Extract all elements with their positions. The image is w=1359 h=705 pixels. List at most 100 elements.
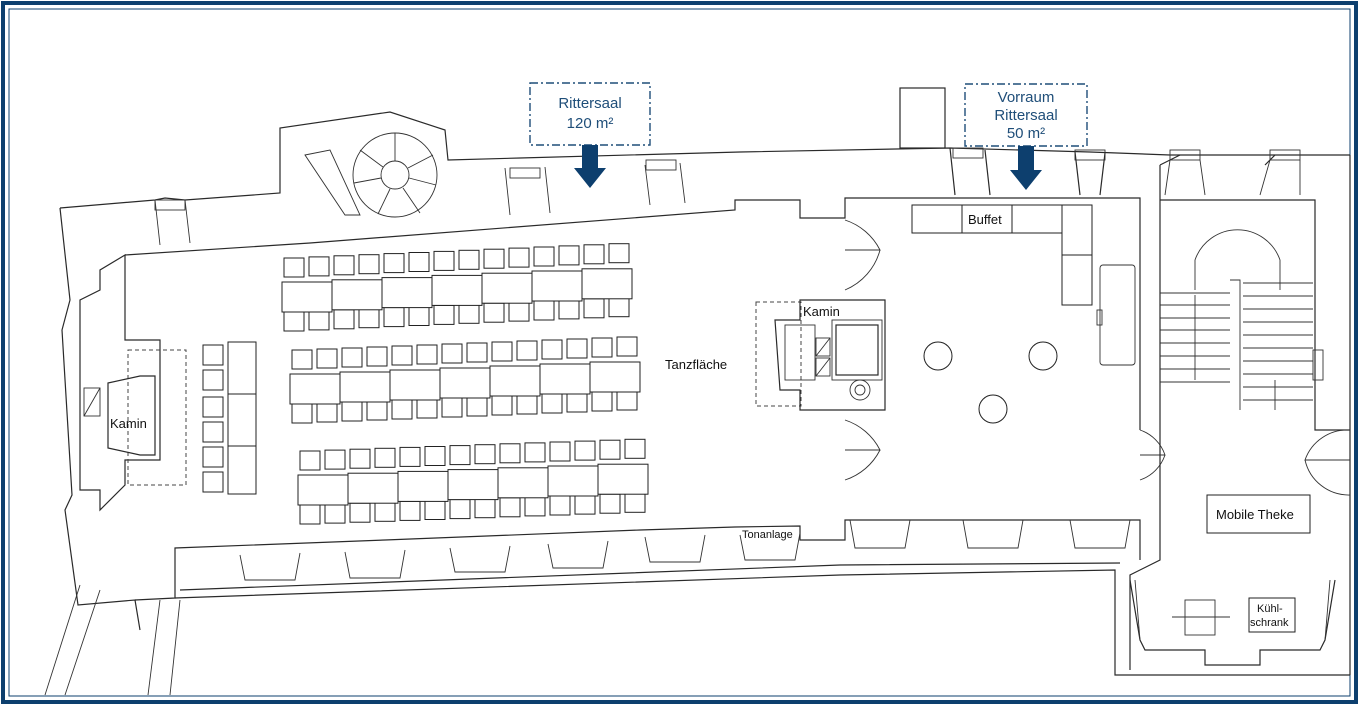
right-room-walls <box>1129 149 1351 675</box>
chair <box>599 493 621 514</box>
table <box>481 272 533 304</box>
table <box>539 363 591 395</box>
chair <box>549 495 571 516</box>
chair <box>483 248 505 269</box>
chair <box>316 348 338 369</box>
chair <box>608 243 630 264</box>
table <box>489 365 541 397</box>
chair <box>291 403 313 424</box>
chair <box>616 336 638 357</box>
kuehlschrank-label-1: Kühl- <box>1257 603 1283 615</box>
chair <box>341 401 363 422</box>
table <box>547 465 599 497</box>
callout-vorraum-line2: Rittersaal <box>994 107 1057 124</box>
table <box>331 279 383 311</box>
chair <box>349 448 371 469</box>
chair <box>466 396 488 417</box>
kamin-left: Kamin <box>83 349 187 486</box>
chair <box>408 252 430 272</box>
chair <box>366 400 388 421</box>
chair <box>358 308 380 329</box>
table <box>381 277 433 309</box>
arrow-down-icon <box>574 145 606 188</box>
chair <box>458 249 480 270</box>
chair <box>316 402 338 423</box>
table <box>581 268 633 300</box>
chair <box>383 253 405 274</box>
chair <box>383 307 405 328</box>
table <box>281 281 333 313</box>
table <box>447 469 499 501</box>
side-tables-left <box>202 341 257 495</box>
buffet-label: Buffet <box>968 212 1002 227</box>
chair <box>533 246 555 267</box>
chair <box>416 398 438 419</box>
chair <box>474 444 496 465</box>
chair <box>541 339 563 360</box>
chair <box>624 492 646 513</box>
chair <box>566 392 588 413</box>
kamin-center: Kamin <box>755 299 886 411</box>
chair <box>291 349 313 370</box>
chair <box>491 341 513 362</box>
callout-rittersaal-line1: Rittersaal <box>558 95 621 112</box>
chair <box>474 498 496 519</box>
chair <box>299 450 321 471</box>
chair <box>324 449 346 470</box>
chair <box>424 500 446 520</box>
chair <box>491 395 513 416</box>
mobile-theke-label: Mobile Theke <box>1216 507 1294 522</box>
table <box>347 472 399 504</box>
chair <box>541 393 563 414</box>
chair <box>616 390 638 411</box>
tonanlage-label: Tonanlage <box>742 529 793 541</box>
chair <box>508 247 530 268</box>
chair <box>374 447 396 468</box>
chair <box>408 306 430 326</box>
chair <box>458 303 480 324</box>
chair <box>508 301 530 322</box>
table <box>397 470 449 502</box>
chair <box>483 302 505 323</box>
chair <box>583 244 605 265</box>
kamin-left-label: Kamin <box>110 416 147 431</box>
table <box>497 467 549 499</box>
chair <box>524 442 546 463</box>
chair <box>591 337 613 358</box>
chair <box>583 298 605 319</box>
tanzflaeche-label: Tanzfläche <box>665 357 727 372</box>
chair <box>391 399 413 420</box>
chair <box>399 446 421 467</box>
chair <box>524 496 546 517</box>
chair <box>299 504 321 525</box>
chair <box>424 446 446 466</box>
kuehlschrank-label-2: schrank <box>1250 617 1289 629</box>
chair <box>391 345 413 366</box>
chair <box>366 346 388 367</box>
chair <box>558 299 580 320</box>
table <box>289 373 341 405</box>
chair <box>333 255 355 276</box>
chair <box>466 342 488 363</box>
kuehlschrank: Kühl- schrank <box>1248 597 1296 633</box>
table <box>439 367 491 399</box>
chair <box>341 347 363 368</box>
chair <box>433 250 455 271</box>
chair <box>591 391 613 412</box>
chair <box>574 494 596 515</box>
callout-vorraum-line1: Vorraum <box>998 89 1055 106</box>
chair <box>566 338 588 359</box>
chair <box>449 445 471 466</box>
chair <box>349 502 371 523</box>
mobile-theke: Mobile Theke <box>1206 494 1311 534</box>
chair <box>549 441 571 462</box>
chair <box>499 497 521 518</box>
chair <box>516 394 538 415</box>
chair <box>533 300 555 321</box>
chair <box>283 257 305 278</box>
vorraum-walls <box>844 87 1166 549</box>
chair <box>624 438 646 459</box>
chair <box>433 304 455 325</box>
chair <box>308 256 330 277</box>
